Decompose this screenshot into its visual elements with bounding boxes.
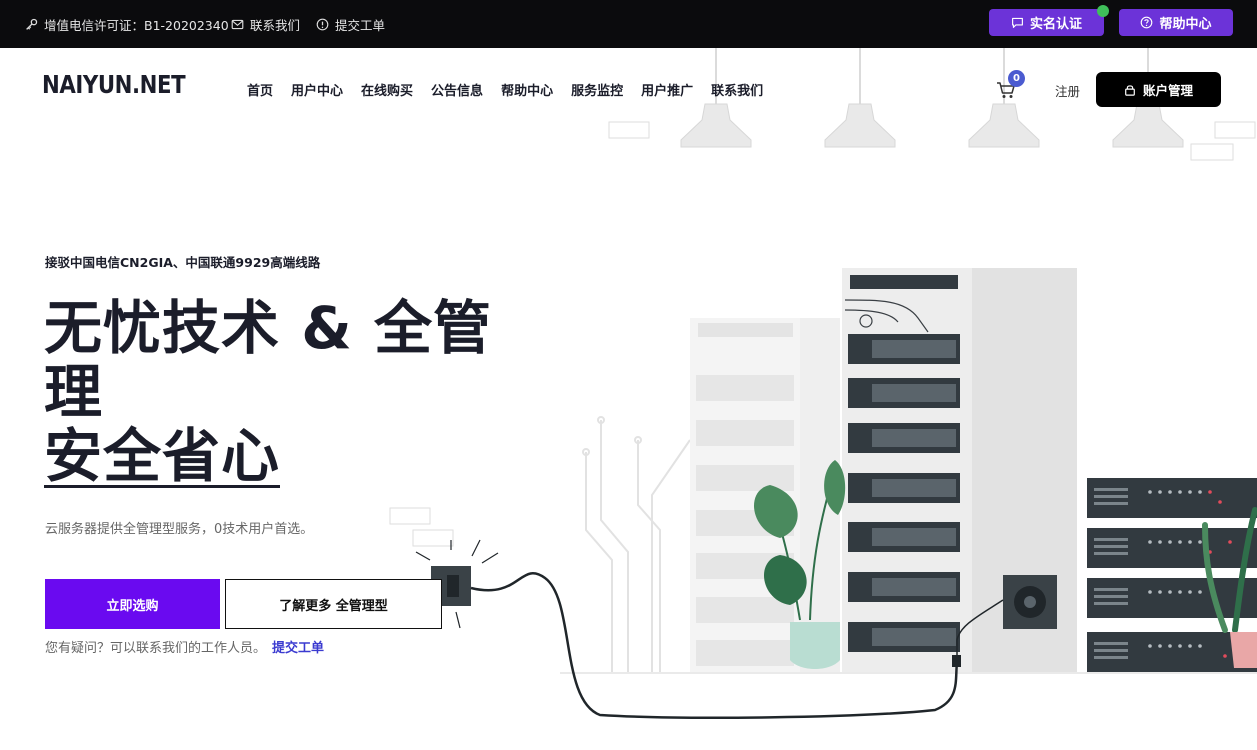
learn-more-button[interactable]: 了解更多 全管理型 bbox=[225, 579, 442, 629]
right-server-stack bbox=[1087, 478, 1257, 672]
topbar-ticket-label: 提交工单 bbox=[335, 17, 386, 33]
back-server-rack bbox=[690, 318, 840, 672]
nav-user-promotion[interactable]: 用户推广 bbox=[641, 84, 694, 99]
hero-kicker: 接驳中国电信CN2GIA、中国联通9929高端线路 bbox=[45, 255, 321, 270]
mail-icon bbox=[231, 19, 244, 29]
nav-service-monitor[interactable]: 服务监控 bbox=[571, 84, 624, 99]
verify-button-label: 实名认证 bbox=[1029, 17, 1082, 32]
buy-now-button[interactable]: 立即选购 bbox=[45, 579, 220, 629]
account-button-label: 账户管理 bbox=[1142, 83, 1193, 98]
nav-contact-us[interactable]: 联系我们 bbox=[711, 84, 764, 99]
question-icon bbox=[1141, 16, 1153, 29]
topbar-ticket-link[interactable]: 提交工单 bbox=[316, 0, 385, 48]
submit-ticket-link[interactable]: 提交工单 bbox=[272, 641, 325, 656]
site-logo[interactable]: NAIYUN.NET bbox=[42, 70, 186, 99]
main-nav: 首页 用户中心 在线购买 公告信息 帮助中心 服务监控 用户推广 联系我们 bbox=[247, 80, 763, 99]
potted-plant-left bbox=[753, 460, 846, 669]
topbar-contact-label: 联系我们 bbox=[250, 17, 301, 33]
nav-online-purchase[interactable]: 在线购买 bbox=[361, 84, 414, 99]
topbar-contact-link[interactable]: 联系我们 bbox=[231, 0, 300, 48]
potted-plant-right bbox=[1202, 507, 1257, 668]
power-cable bbox=[415, 539, 1004, 719]
cart-count-badge: 0 bbox=[1008, 70, 1025, 87]
register-link[interactable]: 注册 bbox=[1055, 84, 1081, 99]
nav-help-center[interactable]: 帮助中心 bbox=[501, 84, 554, 99]
online-status-dot bbox=[1097, 5, 1109, 17]
main-server-rack bbox=[842, 268, 1077, 672]
info-icon bbox=[316, 18, 329, 30]
circuit-lines bbox=[582, 416, 691, 672]
hero-description: 云服务器提供全管理型服务，0技术用户首选。 bbox=[45, 522, 314, 537]
license-text: 增值电信许可证：B1-20202340 bbox=[44, 17, 229, 33]
nav-announcements[interactable]: 公告信息 bbox=[431, 84, 484, 99]
top-bar: 增值电信许可证：B1-20202340 联系我们 提交工单 实名认证 帮助中心 bbox=[0, 0, 1257, 48]
help-center-button[interactable]: 帮助中心 bbox=[1119, 9, 1233, 36]
key-icon bbox=[26, 18, 38, 30]
chat-icon bbox=[1012, 17, 1023, 28]
hero-headline: 无忧技术 & 全管理 安全省心 bbox=[44, 296, 504, 488]
nav-home[interactable]: 首页 bbox=[247, 84, 274, 99]
account-management-button[interactable]: 账户管理 bbox=[1096, 72, 1221, 107]
license-info: 增值电信许可证：B1-20202340 bbox=[25, 0, 229, 48]
floating-frames bbox=[389, 121, 1256, 547]
hero-help-line: 您有疑问？可以联系我们的工作人员。提交工单 bbox=[45, 637, 324, 656]
headline-line-2: 安全省心 bbox=[44, 422, 281, 490]
help-text: 您有疑问？可以联系我们的工作人员。 bbox=[45, 641, 267, 656]
help-center-label: 帮助中心 bbox=[1159, 17, 1212, 32]
lock-icon bbox=[1125, 84, 1135, 96]
verify-button[interactable]: 实名认证 bbox=[989, 9, 1104, 36]
nav-user-center[interactable]: 用户中心 bbox=[291, 84, 344, 99]
headline-line-1: 无忧技术 & 全管理 bbox=[44, 294, 492, 426]
